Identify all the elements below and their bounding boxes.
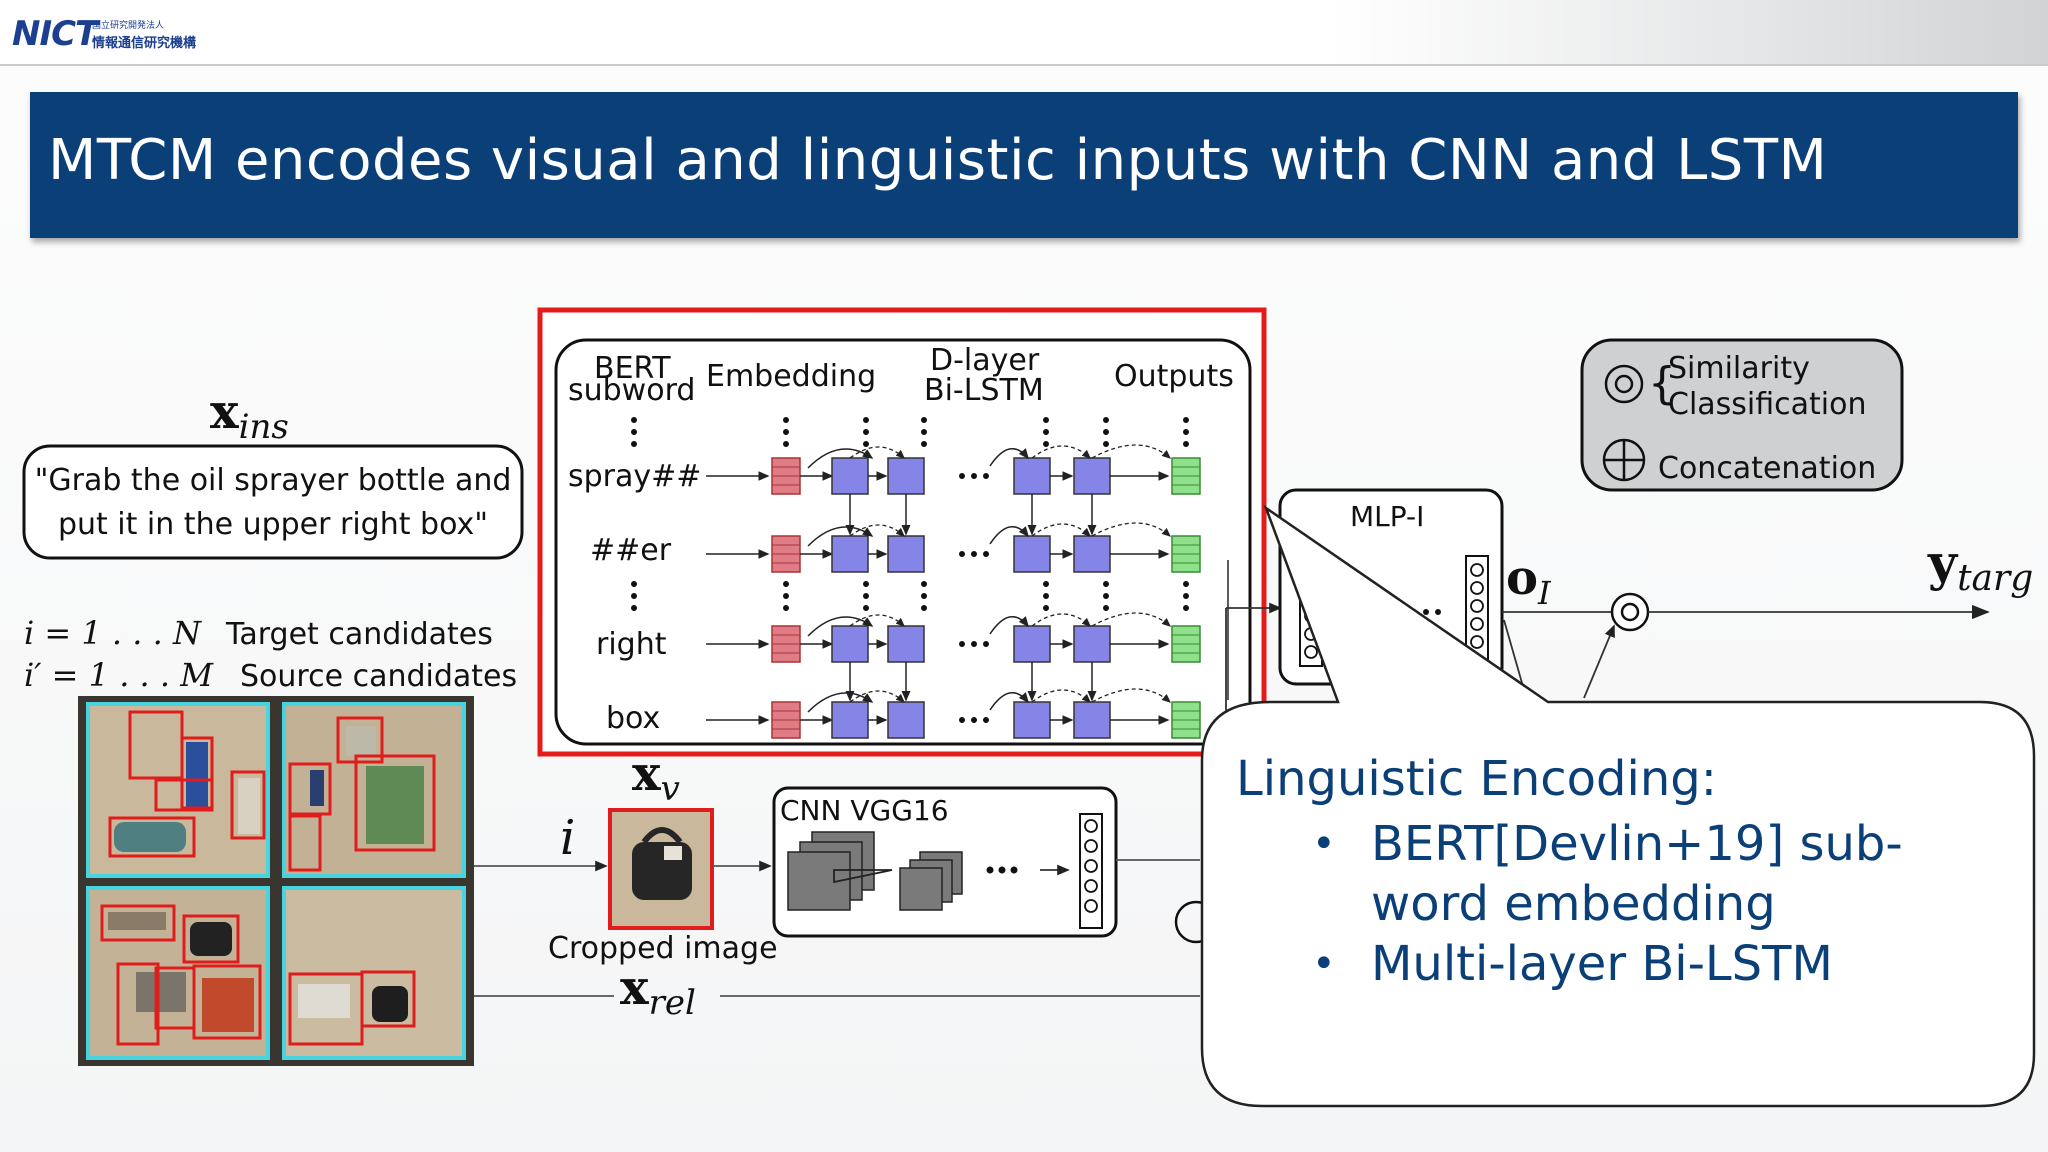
cropped-image-label: Cropped image: [548, 931, 778, 966]
embedding-header: Embedding: [706, 359, 876, 394]
callout-bubble: [1200, 504, 2036, 1108]
x-rel-subscript: rel: [649, 983, 696, 1023]
cnn-output-vector: [1079, 813, 1103, 929]
top-bar: NICT 国立研究開発法人 情報通信研究機構: [0, 0, 2048, 66]
callout-heading: Linguistic Encoding:: [1236, 751, 1717, 807]
o-subscript: I: [1537, 574, 1552, 612]
x-v-label: xv: [632, 746, 680, 809]
logo-sub-small: 国立研究開発法人: [92, 21, 165, 31]
bert-header-line-2: subword: [568, 373, 695, 408]
target-candidates-math: i = 1 . . . N: [24, 614, 202, 652]
lstm-cell: [1013, 625, 1051, 663]
lstm-cell: [887, 701, 925, 739]
legend-box: [1580, 338, 1904, 492]
lstm-cell: [1013, 457, 1051, 495]
callout-bullets: • BERT[Devlin+19] sub-word embedding • Mul…: [1236, 814, 1996, 994]
target-candidates-label: Target candidates: [225, 617, 493, 652]
lstm-rows: [706, 444, 1229, 739]
o-label: oI: [1506, 550, 1552, 612]
x-rel-label: xrel: [620, 960, 696, 1023]
cnn-dots: [986, 866, 1018, 874]
lstm-cell: [1073, 625, 1111, 663]
x-ins-symbol: x: [210, 384, 239, 440]
instruction-line-2: put it in the upper right box": [58, 507, 488, 542]
y-subscript: targ: [1957, 558, 2033, 599]
lstm-cell: [887, 625, 925, 663]
legend-concatenation: Concatenation: [1658, 451, 1876, 486]
callout-bullet-1: • BERT[Devlin+19] sub-word embedding: [1236, 814, 1996, 934]
callout-content: Linguistic Encoding: • BERT[Devlin+19] su…: [1236, 750, 1996, 994]
slide-title: MTCM encodes visual and linguistic input…: [48, 128, 1828, 193]
x-rel-symbol: x: [620, 960, 649, 1016]
legend-similarity: Similarity: [1668, 351, 1810, 386]
legend-brace: {: [1648, 358, 1676, 409]
logo-sub-name: 情報通信研究機構: [92, 36, 197, 51]
token-2: ##er: [590, 533, 672, 568]
token-3: right: [596, 627, 667, 662]
x-ins-subscript: ins: [239, 407, 289, 447]
lstm-cell: [831, 701, 869, 739]
y-label: ytarg: [1927, 533, 2033, 599]
lstm-cell: [1073, 457, 1111, 495]
title-bar: MTCM encodes visual and linguistic input…: [30, 92, 2018, 238]
i-label: i: [560, 810, 575, 866]
token-4: box: [606, 701, 660, 736]
source-candidates-label: Source candidates: [240, 659, 517, 694]
instruction-box: [22, 444, 524, 560]
callout-bullet-2: • Multi-layer Bi-LSTM: [1236, 934, 1996, 994]
logo-main-text: NICT: [12, 14, 98, 54]
instruction-line-1: "Grab the oil sprayer bottle and: [35, 463, 512, 498]
o-symbol: o: [1506, 550, 1538, 606]
bullet-dot-icon: •: [1312, 941, 1336, 987]
token-1: spray##: [568, 459, 701, 494]
lstm-cell: [887, 535, 925, 573]
outputs-header: Outputs: [1114, 359, 1234, 394]
lstm-cell: [1013, 701, 1051, 739]
mlp-label: MLP-I: [1350, 500, 1424, 533]
lstm-cell: [831, 457, 869, 495]
source-candidates-math: i′ = 1 . . . M: [24, 656, 214, 694]
dlayer-header-line-1: D-layer: [930, 343, 1040, 378]
x-ins-label: xins: [210, 384, 289, 447]
y-symbol: y: [1927, 533, 1959, 592]
similarity-node-icon: [1610, 592, 1650, 632]
callout-bullet-1-text: BERT[Devlin+19] sub-word embedding: [1371, 816, 1903, 932]
cnn-feature-maps: [787, 831, 963, 911]
cnn-label: CNN VGG16: [780, 794, 949, 827]
lstm-cell: [887, 457, 925, 495]
lstm-cell: [1073, 701, 1111, 739]
lstm-cell: [1013, 535, 1051, 573]
x-v-symbol: x: [632, 746, 661, 802]
x-v-subscript: v: [661, 769, 680, 809]
lstm-cell: [1073, 535, 1111, 573]
bullet-dot-icon: •: [1312, 821, 1336, 867]
similarity-icon: [1604, 364, 1644, 404]
lstm-cell: [831, 625, 869, 663]
dlayer-header-line-2: Bi-LSTM: [924, 373, 1044, 408]
lstm-cell: [831, 535, 869, 573]
legend-classification: Classification: [1668, 387, 1867, 422]
tray-photo: [78, 696, 474, 1066]
column-ellipsis-top: [631, 417, 1189, 611]
bert-header-line-1: BERT: [594, 351, 671, 386]
callout-bullet-2-text: Multi-layer Bi-LSTM: [1371, 936, 1833, 992]
